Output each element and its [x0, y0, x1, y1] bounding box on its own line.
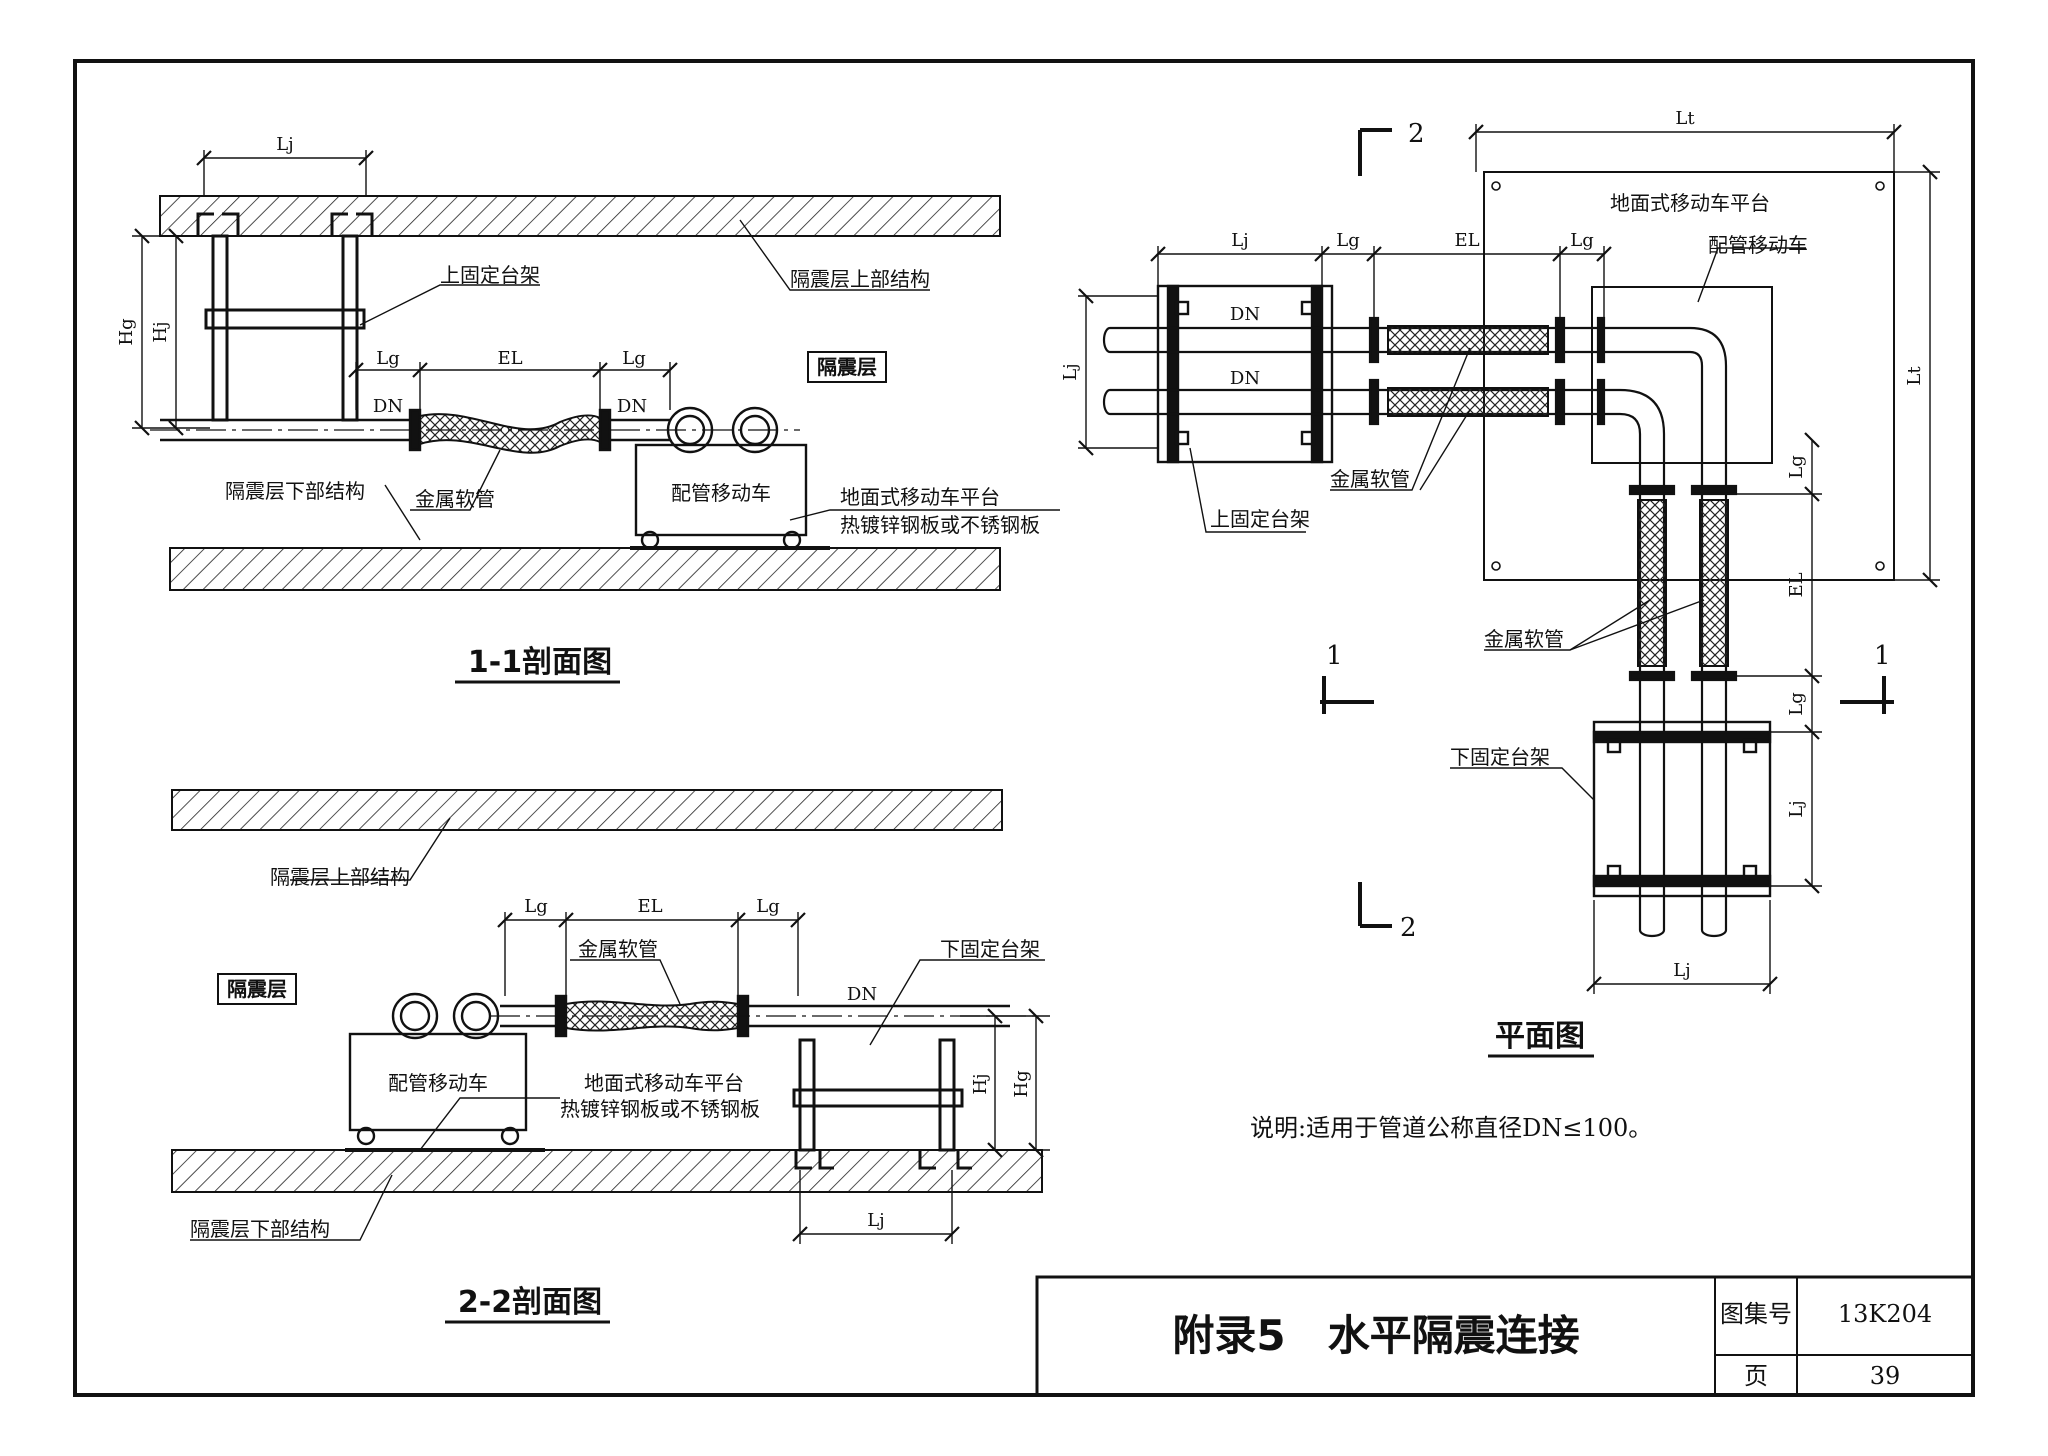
title-block-page-label: 页: [1744, 1362, 1768, 1390]
section-2-2-title: 2-2剖面图: [458, 1285, 602, 1320]
plan-dim-lj-left: Lj: [1060, 363, 1081, 381]
layer-box-2-2: [217, 973, 297, 1005]
layer-box-1-1: [807, 351, 887, 383]
plan-hose-right-vertical: [1699, 499, 1729, 667]
plan-label-upper-frame: 上固定台架: [1210, 507, 1310, 531]
plan-upper-frame: [1156, 284, 1334, 464]
pipe-cart-1-1: [634, 406, 808, 550]
dim-lg-right-1-1: Lg: [622, 348, 645, 369]
dim-dn-left-1-1: DN: [373, 396, 403, 417]
plan-lower-frame: [1592, 720, 1772, 898]
dim-dn-2-2: DN: [847, 984, 877, 1005]
label-layer-1-1: 隔震层: [817, 355, 877, 379]
sheet-border: [73, 59, 1975, 1397]
plan-dim-lt-top: Lt: [1675, 108, 1695, 129]
label-hose-1-1: 金属软管: [415, 487, 495, 511]
plan-dim-lj-v: Lj: [1786, 800, 1807, 818]
plan-dim-lg-top-left: Lg: [1336, 230, 1359, 251]
dim-hg-1-1: Hg: [116, 318, 137, 345]
plan-dim-el-top: EL: [1454, 230, 1479, 251]
lower-slab-2-2: [171, 1149, 1043, 1193]
dim-lg-left-1-1: Lg: [376, 348, 399, 369]
label-lower-frame-2-2: 下固定台架: [940, 937, 1040, 961]
pipe-cart-2-2: [348, 992, 528, 1146]
plan-hose-upper: [1387, 325, 1549, 355]
dim-lj-2-2: Lj: [867, 1210, 885, 1231]
label-plate-1-1: 热镀锌钢板或不锈钢板: [840, 513, 1040, 537]
dim-lg-left-2-2: Lg: [524, 896, 547, 917]
label-cart-2-2: 配管移动车: [388, 1071, 488, 1095]
dim-hj-2-2: Hj: [970, 1073, 991, 1094]
plan-dim-lj-bottom: Lj: [1673, 960, 1691, 981]
plan-label-platform: 地面式移动车平台: [1610, 191, 1770, 215]
pipe-run-2-2: [490, 994, 1040, 1038]
plan-label-hose-top: 金属软管: [1330, 467, 1410, 491]
section-1-1-title: 1-1剖面图: [468, 645, 612, 680]
drawing-note: 说明:适用于管道公称直径DN≤100。: [1250, 1114, 1652, 1142]
dim-dn-right-1-1: DN: [617, 396, 647, 417]
dim-lg-right-2-2: Lg: [756, 896, 779, 917]
title-block-atlas-label: 图集号: [1720, 1300, 1792, 1328]
plan-dim-lg-top-right: Lg: [1570, 230, 1593, 251]
metal-hose-2-2: [565, 1000, 739, 1032]
upper-fixed-frame: [196, 212, 374, 422]
title-block: 附录5 水平隔震连接 图集号 13K204 页 39: [1035, 1275, 1975, 1397]
plan-dim-dn-2: DN: [1230, 368, 1260, 389]
lower-fixed-frame: [792, 1038, 972, 1170]
upper-slab-2-2: [171, 789, 1003, 831]
dim-lj-1-1: Lj: [276, 134, 294, 155]
label-layer-2-2: 隔震层: [227, 977, 287, 1001]
plan-dim-el-v: EL: [1786, 572, 1807, 597]
label-plate-2-2: 热镀锌钢板或不锈钢板: [560, 1097, 760, 1121]
label-platform-1-1: 地面式移动车平台: [840, 485, 1000, 509]
plan-dim-lt-right: Lt: [1904, 366, 1925, 386]
plan-section-mark-left: 1: [1326, 641, 1343, 671]
lower-slab: [169, 547, 1001, 591]
label-cart-1-1: 配管移动车: [671, 481, 771, 505]
dim-el-2-2: EL: [637, 896, 662, 917]
label-upper-structure-1-1: 隔震层上部结构: [790, 267, 930, 291]
plan-hose-middle: [1387, 387, 1549, 417]
plan-dim-lg-v-upper: Lg: [1786, 455, 1807, 478]
plan-pipes-vertical: [1619, 326, 1738, 938]
label-upper-structure-2-2: 隔震层上部结构: [270, 865, 410, 889]
label-lower-structure-2-2: 隔震层下部结构: [190, 1217, 330, 1241]
plan-platform: [1483, 171, 1895, 581]
plan-hose-left-vertical: [1637, 499, 1667, 667]
plan-section-mark-right: 1: [1874, 641, 1891, 671]
dim-el-1-1: EL: [497, 348, 522, 369]
title-block-title: 附录5 水平隔震连接: [1172, 1311, 1579, 1360]
plan-label-lower-frame: 下固定台架: [1450, 745, 1550, 769]
upper-slab: [159, 195, 1001, 237]
plan-dim-lg-v-lower: Lg: [1786, 692, 1807, 715]
plan-label-cart: 配管移动车: [1708, 233, 1808, 257]
section-2-2-view: Lg EL Lg DN Hj Hg Lj 隔震层上部结构 隔震层 金属软管 下固…: [171, 789, 1050, 1324]
title-block-atlas-value: 13K204: [1838, 1300, 1932, 1328]
section-1-1-view: Lj Hj Hg Lg EL Lg DN DN 隔震层上部结构 上固定台架 隔震…: [116, 134, 1060, 684]
dim-hj-1-1: Hj: [150, 321, 171, 342]
plan-view: 2 2 1 1 Lt Lt Lj Lg EL Lg Lj DN DN Lg EL…: [1060, 108, 1940, 1142]
plan-title: 平面图: [1495, 1019, 1585, 1054]
label-lower-structure-1-1: 隔震层下部结构: [225, 479, 365, 503]
plan-cart: [1591, 286, 1773, 464]
plan-dim-lj-top: Lj: [1231, 230, 1249, 251]
metal-hose-1-1: [419, 413, 601, 454]
plan-section-mark-top: 2: [1408, 119, 1425, 149]
plan-section-mark-bottom: 2: [1400, 913, 1417, 943]
title-block-page-value: 39: [1870, 1362, 1901, 1390]
dim-hg-2-2: Hg: [1011, 1070, 1032, 1097]
plan-dim-dn-1: DN: [1230, 304, 1260, 325]
label-platform-2-2: 地面式移动车平台: [584, 1071, 744, 1095]
label-hose-2-2: 金属软管: [578, 937, 658, 961]
plan-label-hose-bottom: 金属软管: [1484, 627, 1564, 651]
label-upper-frame-1-1: 上固定台架: [440, 263, 540, 287]
